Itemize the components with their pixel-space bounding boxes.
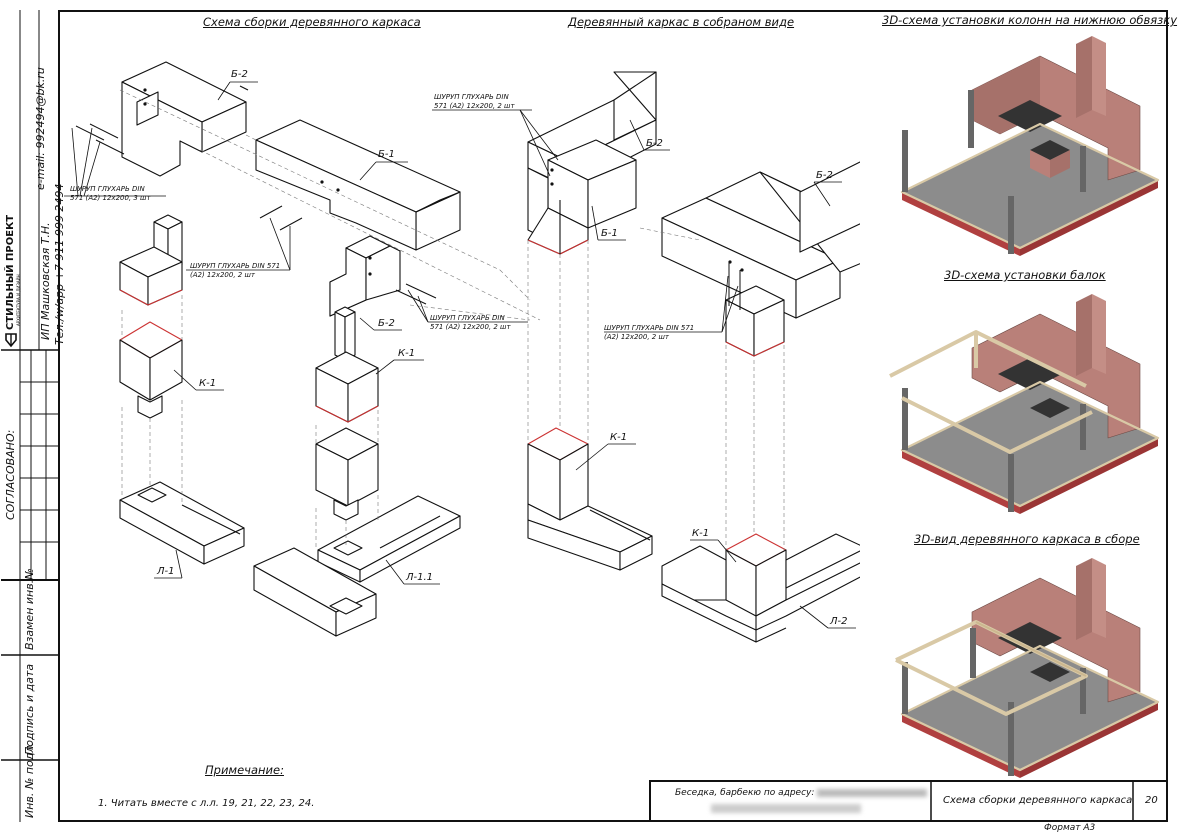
alignment-lines-left xyxy=(119,89,541,550)
screw-note-2b: ШУРУП ГЛУХАРЬ DIN 571 (А2) 12х200, 2 шт xyxy=(430,314,511,332)
3d-view-columns xyxy=(900,36,1160,256)
screw-note-2a-line1: ШУРУП ГЛУХАРЬ DIN 571 xyxy=(190,262,281,270)
assembly-drawing xyxy=(64,61,860,643)
3d-views xyxy=(889,36,1160,778)
label-b2-top: Б-2 xyxy=(231,69,248,80)
format-label: Формат А3 xyxy=(1044,823,1096,833)
title-block: Беседка, барбекю по адресу: Схема сборки… xyxy=(649,780,1168,822)
screw-note-2b-line2: 571 (А2) 12х200, 2 шт xyxy=(430,323,511,331)
label-b1-mid: Б-1 xyxy=(601,228,618,239)
side-replace-inv: Взамен инв.№ xyxy=(23,568,36,650)
column-left-top xyxy=(119,214,183,306)
side-company-sub: АРХИТЕКТУРА И ДИЗАЙН xyxy=(16,274,21,326)
frame-lower-left-assembled xyxy=(527,427,653,571)
side-strip-lines xyxy=(1,10,58,822)
side-company: СТИЛЬНЫЙ ПРОЕКТ xyxy=(5,214,16,330)
stamp-sheet-title: Схема сборки деревянного каркаса xyxy=(943,795,1133,806)
screw-note-2b-line1: ШУРУП ГЛУХАРЬ DIN xyxy=(430,314,505,322)
screw-dots xyxy=(143,88,744,276)
label-b2-lower: Б-2 xyxy=(378,318,395,329)
side-inv-orig: Инв. № подл. xyxy=(23,742,36,818)
screw-note-3-line2: 571 (А2) 12х200, 3 шт xyxy=(70,194,151,202)
view2-title: 3D-схема установки балок xyxy=(944,268,1106,282)
beam-b2-lower xyxy=(329,235,401,317)
screw-note-2d-line1: ШУРУП ГЛУХАРЬ DIN 571 xyxy=(604,324,695,332)
3d-view-beams xyxy=(889,294,1160,514)
view1-title: 3D-схема установки колонн на нижнюю обвя… xyxy=(882,13,1178,27)
screw-note-2c-line2: 571 (А2) 12х200, 2 шт xyxy=(434,102,515,110)
side-person: ИП Машковская Т.Н. xyxy=(39,222,52,340)
screw-note-2c-line1: ШУРУП ГЛУХАРЬ DIN xyxy=(434,93,509,101)
stamp-redacted xyxy=(817,788,928,797)
beam-b1-assembled xyxy=(547,139,637,229)
screw-note-2d-line2: (А2) 12х200, 2 шт xyxy=(604,333,669,341)
leader-lines xyxy=(64,81,856,629)
view3-title: 3D-вид деревянного каркаса в сборе xyxy=(914,532,1140,546)
title-block-lines xyxy=(930,782,1134,822)
label-l2: Л-2 xyxy=(830,616,848,627)
beam-l-corner xyxy=(253,547,377,637)
drawing-frame xyxy=(58,10,1168,822)
label-l11: Л-1.1 xyxy=(406,572,434,583)
screw-note-2a-line2: (А2) 12х200, 2 шт xyxy=(190,271,255,279)
column-assembled-left xyxy=(527,167,589,255)
label-b2-mid: Б-2 xyxy=(646,138,663,149)
label-b1-left: Б-1 xyxy=(378,149,395,160)
screw-note-2a: ШУРУП ГЛУХАРЬ DIN 571 (А2) 12х200, 2 шт xyxy=(190,262,280,280)
notes-title: Примечание: xyxy=(205,763,284,777)
label-k1-mid-right: К-1 xyxy=(692,528,710,539)
frame-lower-right-assembled xyxy=(661,533,860,643)
label-l1: Л-1 xyxy=(157,566,175,577)
side-strip: e-mail: 992494@bk.ru Тел./w/app +7 911 9… xyxy=(1,10,66,822)
column-assembled-right xyxy=(725,285,785,357)
column-mid-bottom xyxy=(315,427,379,521)
label-k1-left: К-1 xyxy=(199,378,217,389)
screw-note-2c: ШУРУП ГЛУХАРЬ DIN 571 (А2) 12х200, 2 шт xyxy=(434,93,515,111)
assembled-title: Деревянный каркас в собраном виде xyxy=(568,15,795,29)
side-email: e-mail: 992494@bk.ru xyxy=(34,67,47,190)
beam-l11 xyxy=(317,495,461,583)
screws-left xyxy=(75,123,437,305)
stamp-redacted-2 xyxy=(711,804,861,813)
label-b2-right: Б-2 xyxy=(816,170,833,181)
label-k1-mid-left: К-1 xyxy=(610,432,628,443)
company-logo-icon xyxy=(5,333,17,348)
beam-b1-left xyxy=(255,119,461,251)
stamp-sheet-no: 20 xyxy=(1145,795,1158,806)
notes-text: 1. Читать вместе с л.л. 19, 21, 22, 23, … xyxy=(98,798,315,809)
screw-note-2d: ШУРУП ГЛУХАРЬ DIN 571 (А2) 12х200, 2 шт xyxy=(604,324,694,342)
stamp-project: Беседка, барбекю по адресу: xyxy=(675,788,928,798)
column-left-k1 xyxy=(119,321,183,419)
column-mid-top xyxy=(315,306,379,423)
assembly-title: Схема сборки деревянного каркаса xyxy=(203,15,421,29)
beam-l1 xyxy=(119,481,245,565)
screws-mid xyxy=(728,262,741,310)
screw-note-3-line1: ШУРУП ГЛУХАРЬ DIN xyxy=(70,185,145,193)
beam-b2-top xyxy=(121,61,249,177)
screw-note-3: ШУРУП ГЛУХАРЬ DIN 571 (А2) 12х200, 3 шт xyxy=(70,185,151,203)
side-agreed: СОГЛАСОВАНО: xyxy=(4,429,17,520)
3d-view-full-frame xyxy=(895,558,1160,778)
alignment-lines-mid xyxy=(527,227,785,550)
stamp-project-line1: Беседка, барбекю по адресу: xyxy=(675,788,815,798)
label-k1-mid: К-1 xyxy=(398,348,416,359)
